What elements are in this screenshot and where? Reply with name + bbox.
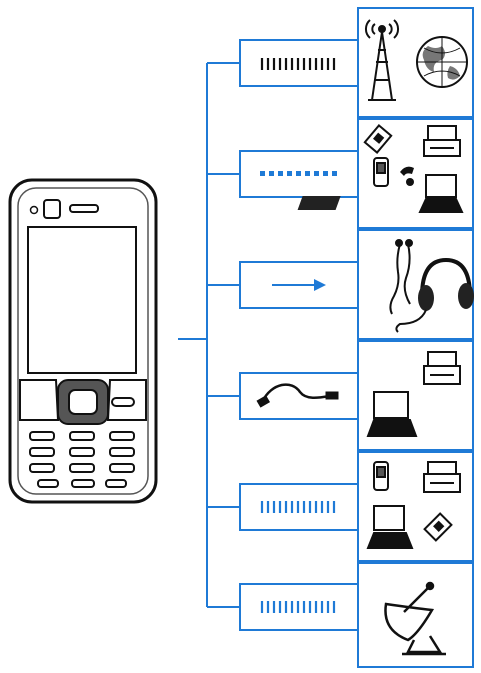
dotted-signal-icon [260, 171, 337, 176]
phone-icon [373, 157, 389, 187]
arrow-right-icon [272, 279, 326, 291]
connector-tree [178, 62, 240, 608]
laptop-icon [418, 174, 464, 213]
memory-card-icon [363, 124, 393, 154]
connector-box-usb [239, 372, 359, 420]
device-panel-av-out [357, 229, 474, 340]
printer-icon [423, 351, 461, 385]
radio-signal-icon [260, 601, 336, 613]
printer-icon [423, 461, 461, 493]
globe-icon [416, 36, 468, 88]
laptop-icon [366, 391, 418, 437]
radio-signal-icon [260, 58, 336, 70]
laptop-icon [366, 505, 414, 549]
keypad-icon [29, 431, 135, 488]
usb-cable-icon [256, 383, 339, 408]
phone-icon [373, 461, 389, 491]
device-panels [357, 7, 474, 668]
keyboard-icon [297, 196, 341, 210]
memory-card-icon [423, 512, 453, 542]
mobile-phone-icon [8, 178, 158, 504]
satellite-dish-icon [384, 581, 446, 656]
headphones-icon [395, 257, 474, 333]
connector-boxes [239, 39, 359, 631]
earphones-icon [389, 239, 413, 315]
radio-signal-icon [260, 501, 336, 513]
printer-icon [423, 125, 461, 157]
headset-icon [400, 166, 414, 186]
cell-tower-icon [364, 19, 400, 101]
